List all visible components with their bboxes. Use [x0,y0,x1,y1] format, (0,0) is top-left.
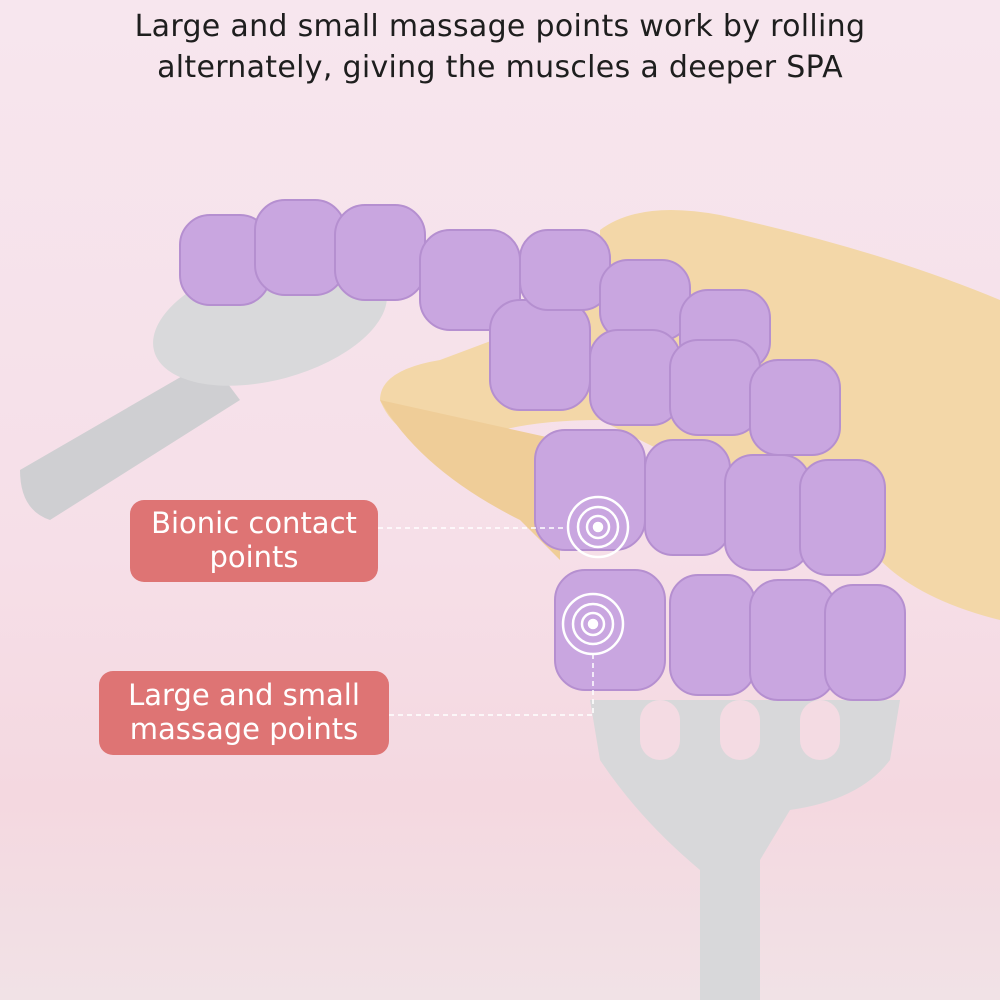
headline-line-1: Large and small massage points work by r… [134,9,866,44]
massage-rollers [179,199,906,701]
front-handle [590,700,900,1000]
callout-1-line-2: points [209,540,299,574]
bionic-target-icon [566,495,630,559]
callout-1-line-1: Bionic contact [151,506,357,540]
callout-bionic-contact-points: Bionic contact points [130,500,378,582]
callout-large-small-massage-points: Large and small massage points [99,671,389,755]
massage-target-icon [561,592,625,656]
headline: Large and small massage points work by r… [0,6,1000,88]
headline-line-2: alternately, giving the muscles a deeper… [157,50,843,85]
callout-2-line-1: Large and small [128,678,360,712]
callout-2-line-2: massage points [129,712,359,746]
